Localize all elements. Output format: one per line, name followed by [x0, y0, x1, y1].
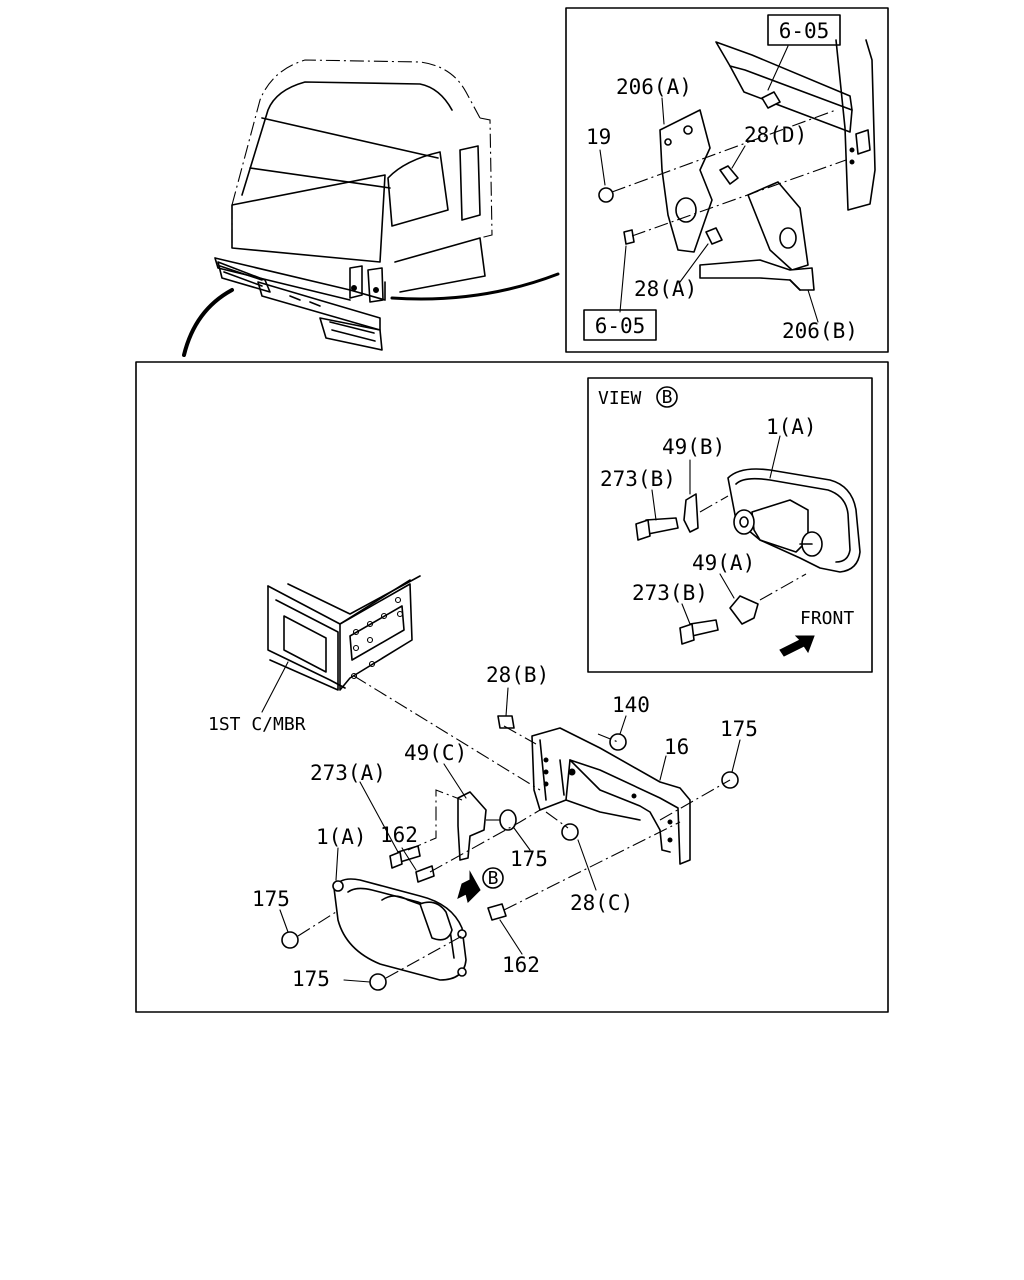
- view-b-circle: [656, 386, 678, 408]
- label-175-bottom: 175: [292, 967, 330, 991]
- front-arrow: [779, 635, 815, 657]
- label-175-mid: 175: [510, 847, 548, 871]
- label-view-b-49a: 49(A): [692, 551, 755, 575]
- label-19: 19: [586, 125, 611, 149]
- label-206a: 206(A): [616, 75, 692, 99]
- label-28b: 28(B): [486, 663, 549, 687]
- label-view-b-273b-bottom: 273(B): [632, 581, 708, 605]
- label-view-b-273b-top: 273(B): [600, 467, 676, 491]
- view-b-frame: [587, 377, 873, 673]
- view-b-letter: B: [662, 387, 673, 408]
- label-273a: 273(A): [310, 761, 386, 785]
- label-view-b-1a: 1(A): [766, 415, 817, 439]
- view-b-parts: [635, 468, 861, 657]
- main-diagram-frame: [135, 361, 889, 1013]
- label-28c: 28(C): [570, 891, 633, 915]
- ref-box-top: [767, 14, 841, 46]
- leader-curve-to-main: [182, 288, 234, 357]
- view-b-arrow: [457, 870, 481, 903]
- label-175-left: 175: [252, 887, 290, 911]
- view-b-arrow-circle: [482, 867, 504, 889]
- view-b-arrow-letter: B: [488, 868, 499, 889]
- inset-top-frame: [565, 7, 889, 353]
- label-front: FRONT: [800, 608, 854, 629]
- label-140: 140: [612, 693, 650, 717]
- label-28a: 28(A): [634, 277, 697, 301]
- ref-bottom-text: 6-05: [595, 314, 646, 338]
- label-49c: 49(C): [404, 741, 467, 765]
- truck-cab-illustration: [214, 59, 493, 351]
- label-1a: 1(A): [316, 825, 367, 849]
- ref-box-bottom: [583, 309, 657, 341]
- main-parts: [267, 575, 739, 991]
- leader-curve-to-inset: [390, 272, 560, 301]
- label-206b: 206(B): [782, 319, 858, 343]
- label-162-bottom: 162: [502, 953, 540, 977]
- label-16: 16: [664, 735, 689, 759]
- label-28d: 28(D): [744, 123, 807, 147]
- label-162-top: 162: [380, 823, 418, 847]
- label-175-right: 175: [720, 717, 758, 741]
- label-1st-cmbr: 1ST C/MBR: [208, 714, 306, 735]
- label-view-b-49b: 49(B): [662, 435, 725, 459]
- ref-top-text: 6-05: [779, 19, 830, 43]
- view-b-title: VIEW: [598, 388, 642, 409]
- inset-top-parts: [598, 39, 876, 291]
